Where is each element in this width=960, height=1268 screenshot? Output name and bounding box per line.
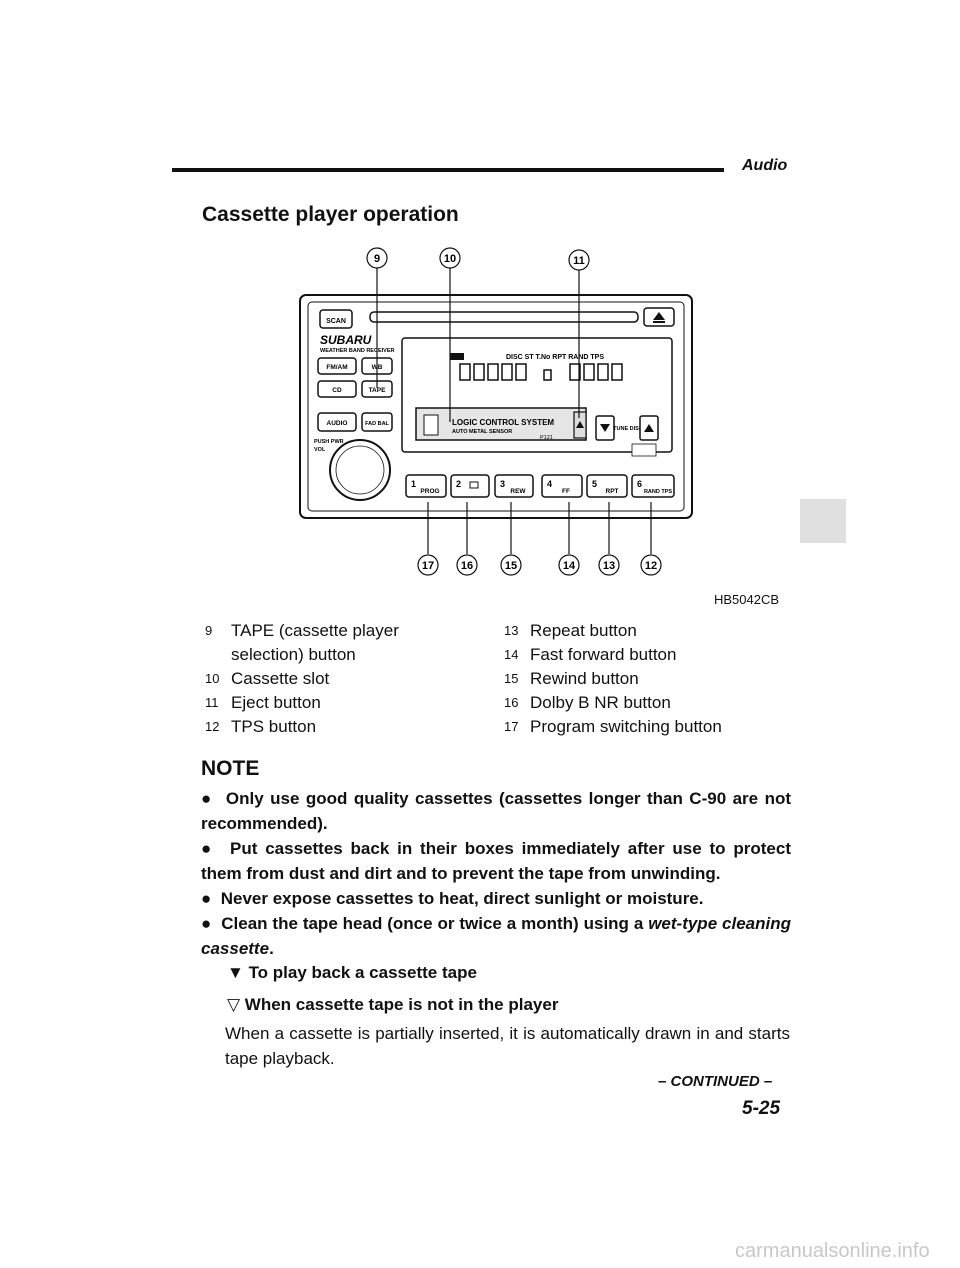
note-heading: NOTE — [201, 757, 260, 780]
preset-5-rpt — [586, 474, 628, 498]
callout-9-num: 9 — [374, 253, 380, 265]
header-rule — [172, 168, 724, 172]
body-paragraph: When a cassette is partially inserted, i… — [225, 1024, 790, 1068]
bullet-icon: ● — [201, 789, 226, 808]
callout-11-num: 11 — [573, 255, 585, 267]
hollow-triangle-icon: ▽ — [227, 995, 245, 1014]
header-title: Audio — [742, 157, 788, 174]
preset-2-num: 2 — [456, 479, 461, 489]
note-bullet: ● Only use good quality cassettes (casse… — [201, 789, 791, 833]
tune-disc-label: TUNE DISC — [613, 426, 643, 432]
section-title: Cassette player operation — [202, 203, 459, 226]
callout-12-num: 12 — [645, 560, 657, 572]
fad-bal-button — [361, 412, 393, 432]
fmam-label: FM/AM — [326, 364, 347, 371]
vol-label: VOL — [314, 447, 326, 453]
brand-logo: SUBARU — [320, 333, 372, 347]
callout-16 — [456, 554, 478, 576]
preset-1-num: 1 — [411, 479, 416, 489]
preset-6-num: 6 — [637, 479, 642, 489]
cassette-player-diagram: SCAN SUBARU WEATHER BAND RECEIVER FM/AM … — [290, 240, 710, 585]
callout-11 — [568, 249, 590, 271]
callout-10 — [439, 247, 461, 269]
preset-4-label: FF — [562, 488, 570, 495]
cd-slot — [369, 311, 639, 323]
callout-16-num: 16 — [461, 560, 473, 572]
callout-15-num: 15 — [505, 560, 517, 572]
callout-9 — [366, 247, 388, 269]
callout-12 — [640, 554, 662, 576]
preset-4-num: 4 — [547, 479, 552, 489]
preset-1-prog — [405, 474, 447, 498]
callout-14 — [558, 554, 580, 576]
bullet-icon: ● — [201, 839, 231, 858]
note-bullet: ● Put cassettes back in their boxes imme… — [201, 839, 792, 883]
preset-6-tps — [631, 474, 675, 498]
slot-code: P121 — [540, 435, 553, 441]
slot-label: LOGIC CONTROL SYSTEM — [452, 418, 554, 427]
cd-label: CD — [332, 387, 342, 394]
preset-3-rew — [494, 474, 534, 498]
watermark: carmanualsonline.info — [735, 1240, 930, 1262]
tape-label: TAPE — [369, 387, 387, 394]
callout-13-num: 13 — [603, 560, 615, 572]
bullet-icon: ● — [201, 889, 221, 908]
preset-6-label: RAND TPS — [644, 489, 672, 495]
subheading-not-in-player: ▽ When cassette tape is not in the playe… — [227, 995, 559, 1014]
callout-17 — [417, 554, 439, 576]
continued-label: – CONTINUED – — [658, 1073, 773, 1090]
callout-15 — [500, 554, 522, 576]
callout-14-num: 14 — [563, 560, 576, 572]
preset-5-label: RPT — [606, 488, 619, 495]
preset-3-label: REW — [510, 488, 526, 495]
subheading-playback: ▼ To play back a cassette tape — [227, 963, 477, 982]
preset-1-label: PROG — [420, 488, 439, 495]
preset-row: 1 PROG 2 3 REW 4 FF 5 RPT 6 RAND TPS — [405, 474, 675, 498]
receiver-label: WEATHER BAND RECEIVER — [320, 348, 394, 354]
filled-triangle-icon: ▼ — [227, 963, 249, 982]
note-list: ● Only use good quality cassettes (casse… — [201, 786, 791, 961]
scan-label: SCAN — [326, 318, 346, 325]
callout-leaders — [376, 268, 652, 554]
note-bullet: ● Never expose cassettes to heat, direct… — [201, 889, 704, 908]
cd-button — [317, 380, 357, 398]
fmam-button — [317, 357, 357, 375]
chapter-tab — [800, 499, 846, 543]
note-bullet: ● Clean the tape head (once or twice a m… — [201, 914, 791, 958]
preset-4-ff — [541, 474, 583, 498]
cassette-slot — [415, 407, 587, 441]
callout-10-num: 10 — [444, 253, 456, 265]
volume-knob — [329, 439, 391, 501]
audio-button — [317, 412, 357, 432]
callout-17-num: 17 — [422, 560, 434, 572]
display-labels: DISC ST T.No RPT RAND TPS — [506, 354, 604, 361]
bullet-icon: ● — [201, 914, 222, 933]
slot-sub-label: AUTO METAL SENSOR — [452, 429, 512, 435]
figure-code: HB5042CB — [714, 592, 780, 607]
scan-button — [319, 309, 353, 329]
audio-label: AUDIO — [327, 420, 348, 427]
legend-item: selection) button — [231, 645, 356, 664]
segment-display — [459, 363, 623, 381]
page-number: 5-25 — [742, 1098, 781, 1119]
fad-bal-label: FAD BAL — [365, 421, 389, 427]
callout-13 — [598, 554, 620, 576]
preset-5-num: 5 — [592, 479, 597, 489]
preset-3-num: 3 — [500, 479, 505, 489]
pwr-label: PUSH PWR — [314, 439, 344, 445]
